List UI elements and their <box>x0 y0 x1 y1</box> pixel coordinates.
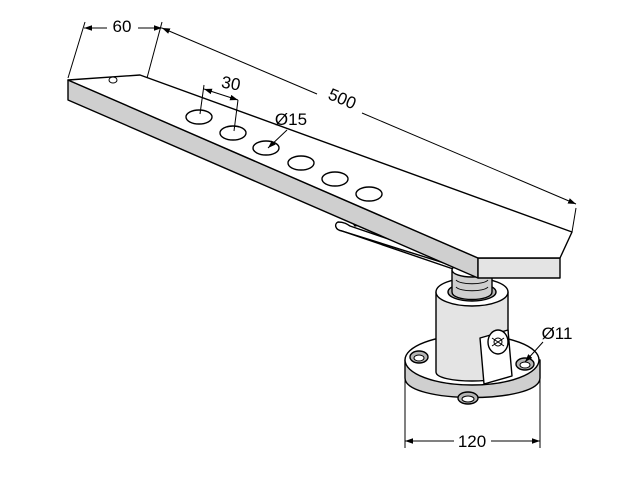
mount-hole-front <box>457 391 479 405</box>
bar-holes <box>185 109 383 202</box>
dimension-mount-hole: Ø11 <box>524 324 573 363</box>
dimension-hole-spacing: 30 <box>199 73 242 132</box>
dim-label-d15: Ø15 <box>275 110 307 129</box>
dim-label-30: 30 <box>220 73 242 95</box>
dimension-end-width: 60 <box>67 15 163 79</box>
mount-hole-left <box>409 350 429 364</box>
dimension-hole-diameter: Ø15 <box>267 110 307 149</box>
dim-label-60: 60 <box>113 17 132 36</box>
dim-label-d11: Ø11 <box>542 324 573 343</box>
slotted-bar <box>67 74 573 279</box>
post-socket <box>435 262 513 385</box>
dim-label-500: 500 <box>325 85 359 114</box>
end-hole <box>108 76 118 84</box>
dim-label-120: 120 <box>458 432 486 451</box>
mount-hole-right <box>515 357 535 371</box>
dimension-base-diameter: 120 <box>404 380 541 451</box>
